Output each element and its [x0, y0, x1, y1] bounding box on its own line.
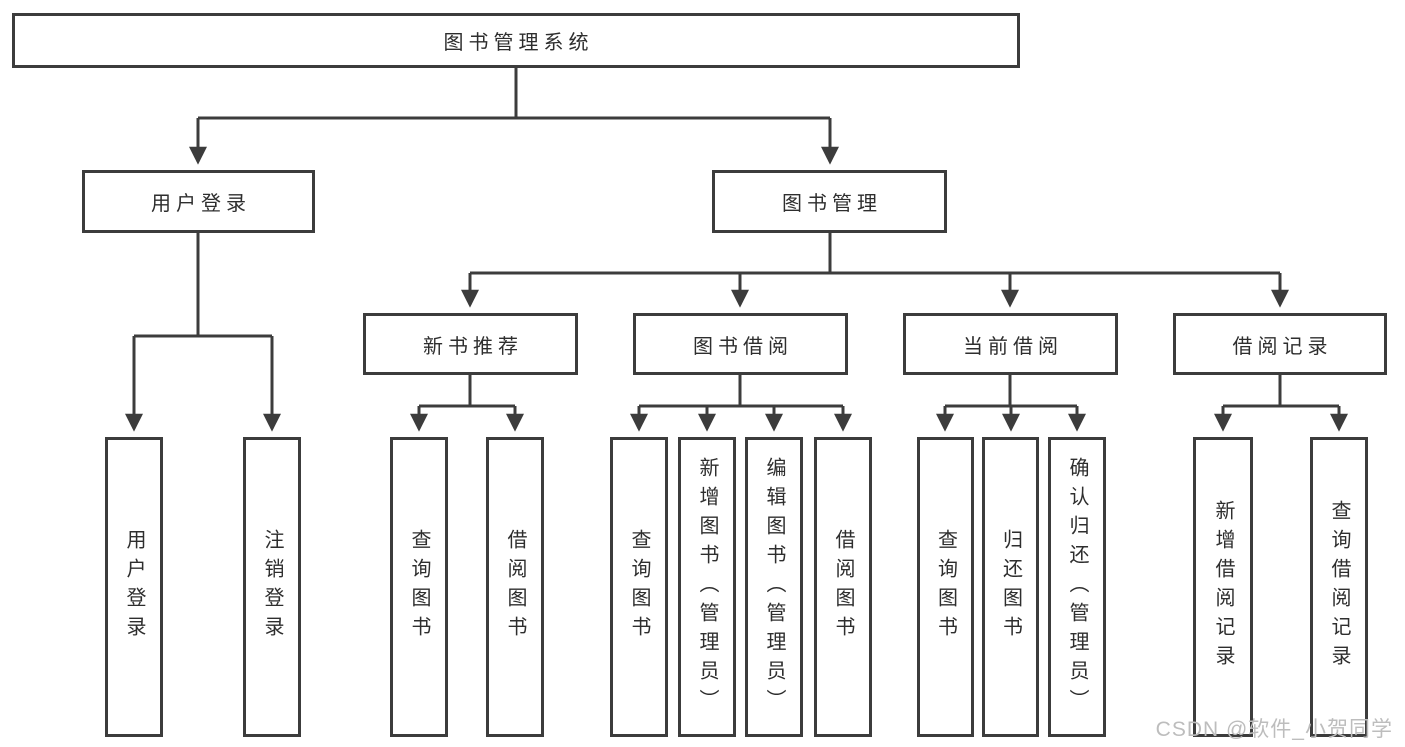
leaf-add-books-admin-label: 新增图书（管理员） — [696, 456, 718, 718]
leaf-add-books-admin: 新增图书（管理员） — [678, 437, 736, 737]
leaf-return-books-label: 归还图书 — [999, 529, 1022, 645]
node-book-borrowing: 图书借阅 — [633, 313, 848, 375]
node-book-borrowing-label: 图书借阅 — [693, 335, 793, 358]
leaf-borrow-books-borrowing: 借阅图书 — [814, 437, 872, 737]
leaf-logout-label: 注销登录 — [261, 529, 283, 645]
leaf-user-login-label: 用户登录 — [123, 529, 145, 645]
node-user-login: 用户登录 — [82, 170, 315, 233]
leaf-confirm-return-admin-label: 确认归还（管理员） — [1066, 456, 1088, 718]
node-current-borrowing-label: 当前借阅 — [963, 335, 1063, 358]
node-new-book-recommend: 新书推荐 — [363, 313, 578, 375]
leaf-edit-books-admin: 编辑图书（管理员） — [745, 437, 803, 737]
leaf-borrow-books-recommend-label: 借阅图书 — [504, 529, 526, 645]
leaf-borrow-books-recommend: 借阅图书 — [486, 437, 544, 737]
leaf-query-books-borrowing-label: 查询图书 — [628, 529, 650, 645]
leaf-edit-books-admin-label: 编辑图书（管理员） — [763, 456, 785, 718]
leaf-query-books-recommend-label: 查询图书 — [408, 529, 430, 645]
leaf-query-books-recommend: 查询图书 — [390, 437, 448, 737]
node-root: 图书管理系统 — [12, 13, 1020, 68]
leaf-query-books-current: 查询图书 — [917, 437, 974, 737]
leaf-user-login: 用户登录 — [105, 437, 163, 737]
node-user-login-label: 用户登录 — [151, 193, 251, 215]
leaf-query-books-borrowing: 查询图书 — [610, 437, 668, 737]
leaf-return-books: 归还图书 — [982, 437, 1039, 737]
node-book-management-label: 图书管理 — [782, 193, 882, 215]
node-root-label: 图书管理系统 — [443, 32, 594, 54]
node-book-management: 图书管理 — [712, 170, 947, 233]
node-borrowing-records-label: 借阅记录 — [1232, 335, 1333, 358]
leaf-query-borrow-record: 查询借阅记录 — [1310, 437, 1368, 737]
node-borrowing-records: 借阅记录 — [1173, 313, 1387, 375]
leaf-query-books-current-label: 查询图书 — [934, 529, 957, 645]
leaf-add-borrow-record-label: 新增借阅记录 — [1212, 500, 1234, 674]
leaf-query-borrow-record-label: 查询借阅记录 — [1328, 500, 1350, 674]
leaf-confirm-return-admin: 确认归还（管理员） — [1048, 437, 1106, 737]
node-new-book-recommend-label: 新书推荐 — [423, 335, 523, 358]
leaf-logout: 注销登录 — [243, 437, 301, 737]
leaf-borrow-books-borrowing-label: 借阅图书 — [832, 529, 854, 645]
leaf-add-borrow-record: 新增借阅记录 — [1193, 437, 1253, 737]
watermark: CSDN @软件_小贺同学 — [1155, 718, 1393, 741]
node-current-borrowing: 当前借阅 — [903, 313, 1118, 375]
